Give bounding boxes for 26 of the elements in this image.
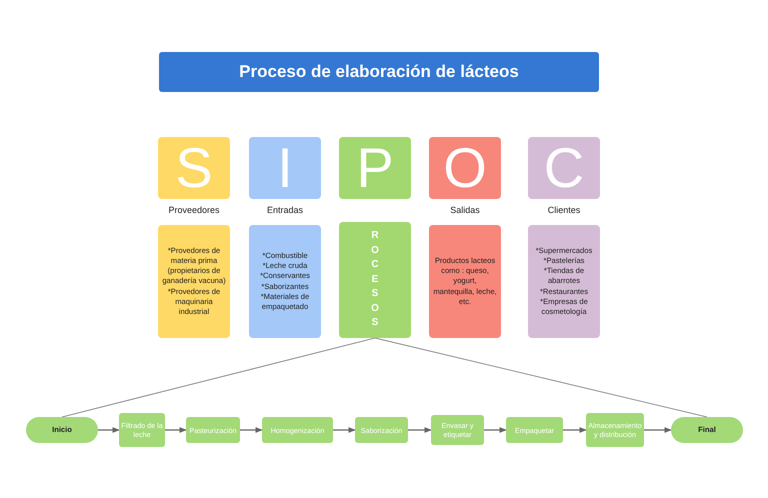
list-card <box>158 225 230 338</box>
letter-tile: I <box>249 137 321 199</box>
arrow <box>240 427 263 433</box>
connector-line <box>374 338 708 418</box>
list-card <box>249 225 321 338</box>
vertical-text: ROCESOS <box>370 229 380 330</box>
arrow <box>165 427 187 433</box>
process-card <box>339 222 411 338</box>
connector-line <box>62 338 376 418</box>
column-heading: Proveedores <box>168 205 220 215</box>
column-heading: Salidas <box>450 205 480 215</box>
arrow <box>408 427 432 433</box>
arrow <box>484 427 507 433</box>
list-card <box>528 225 600 338</box>
letter-tile: P <box>339 137 411 199</box>
letter-tile: C <box>528 137 600 199</box>
list-card <box>429 225 501 338</box>
arrow <box>644 427 672 433</box>
column-heading: Clientes <box>548 205 580 215</box>
letter-tile: O <box>429 137 501 199</box>
letter-tile: S <box>158 137 230 199</box>
arrow <box>563 427 587 433</box>
arrow <box>333 427 356 433</box>
title-banner: Proceso de elaboración de lácteos <box>159 52 599 92</box>
column-heading: Entradas <box>266 205 304 215</box>
arrow <box>98 427 120 433</box>
